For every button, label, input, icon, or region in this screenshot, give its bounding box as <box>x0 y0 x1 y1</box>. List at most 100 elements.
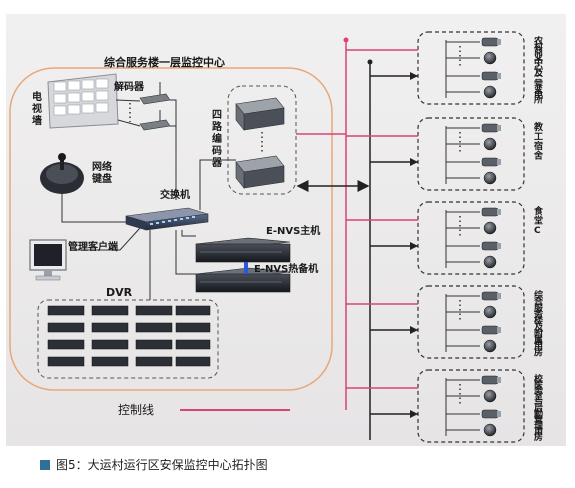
arrow-right-icon <box>410 242 418 250</box>
site-label-char: 村 <box>534 40 543 52</box>
dome-camera-icon <box>483 51 497 65</box>
video-wall-ch2: 视 <box>32 102 42 115</box>
client-label: 管理客户端 <box>68 240 118 253</box>
dome-camera-icon <box>483 171 497 185</box>
camera-lens <box>497 209 501 215</box>
encoder-ch3: 编 <box>212 132 222 145</box>
video-wall-label: 电 视 墙 <box>32 90 45 127</box>
camera-lens <box>497 327 501 333</box>
site-label-char: 勤 <box>534 408 543 420</box>
encoder-ch1: 四 <box>212 109 222 121</box>
dvr-label: DVR <box>106 286 133 299</box>
site-label-char: 所 <box>534 94 543 106</box>
site-frame <box>417 369 525 443</box>
site-label: 教工宿舍 <box>533 121 544 162</box>
keyboard-joystick-icon <box>40 153 84 194</box>
keyboard-label: 网络 键盘 <box>91 160 115 185</box>
site-label-char: 医 <box>534 380 543 391</box>
bullet-camera-icon <box>481 375 499 385</box>
camera-lens <box>497 411 501 417</box>
site-label-char: 教 <box>533 121 544 133</box>
site-group: 校医务室与后勤管理用房 <box>346 369 544 443</box>
site-label-char: 用 <box>533 341 543 352</box>
site-label-char: 务 <box>534 385 544 397</box>
dome-camera-icon <box>483 305 497 319</box>
site-group: 教工宿舍 <box>346 117 544 191</box>
bullet-camera-icon <box>481 37 499 47</box>
site-label-char: 宿 <box>534 140 543 152</box>
envs-backup-label: E-NVS热备机 <box>254 262 318 275</box>
bullet-camera-icon <box>481 157 499 167</box>
site-label-char: 属 <box>533 334 543 346</box>
site-label-char: 电 <box>534 88 543 100</box>
site-label-char: 食 <box>533 205 544 217</box>
dome-camera-icon <box>483 389 497 403</box>
arrow-right-icon <box>410 158 418 166</box>
camera-lens <box>497 159 501 165</box>
bullet-camera-icon <box>481 71 499 81</box>
rack-server-icon <box>195 237 291 293</box>
site-label-char: 楼 <box>534 315 543 327</box>
site-label: 综合服务楼及附属用房 <box>533 289 544 359</box>
site-label-char: 后 <box>534 402 543 414</box>
dome-camera-icon <box>483 221 497 235</box>
camera-lens <box>497 377 501 383</box>
control-line-label: 控制线 <box>118 403 154 417</box>
site-label-char: 管 <box>534 414 543 426</box>
monitoring-center-frame <box>9 67 333 391</box>
site-label: 校医务室与后勤管理用房 <box>533 373 544 443</box>
encoder-ch4: 码 <box>212 145 222 157</box>
caption-marker <box>40 459 50 470</box>
site-label-char: 二 <box>534 74 543 84</box>
site-group: 综合服务楼及附属用房 <box>346 285 544 359</box>
site-label-char: 附 <box>534 327 543 339</box>
encoder-ch2: 路 <box>212 120 223 133</box>
site-frame <box>417 31 525 105</box>
bullet-camera-icon <box>481 325 499 335</box>
site-label-char: 合 <box>534 295 544 307</box>
dome-camera-icon <box>483 339 497 353</box>
dome-camera-icon <box>483 137 497 151</box>
site-label-char: 用 <box>533 426 543 437</box>
dvr-frame <box>37 299 219 379</box>
video-wall: 电 视 墙 <box>32 73 119 129</box>
site-label-char: 服 <box>534 303 544 314</box>
keyboard-line2: 键盘 <box>91 172 112 185</box>
site-label-char: 舍 <box>533 150 544 162</box>
dome-camera-icon <box>483 255 497 269</box>
video-wall-ch3: 墙 <box>32 114 42 127</box>
site-frame <box>417 117 525 191</box>
dome-camera-icon <box>483 85 497 99</box>
site-label-char: 心 <box>534 63 543 74</box>
encoder-box-icon <box>235 97 285 189</box>
camera-lens <box>497 125 501 131</box>
site-label-char: 校 <box>534 373 544 385</box>
bullet-camera-icon <box>481 241 499 251</box>
encoder-ch5: 器 <box>211 157 223 169</box>
keyboard-line1: 网络 <box>92 160 112 173</box>
camera-lens <box>497 243 501 249</box>
site-label-char: 理 <box>534 421 543 432</box>
site-label-char: 房 <box>534 431 543 443</box>
site-label-char: 农 <box>533 35 544 47</box>
site-frame <box>417 285 525 359</box>
site-label-char: 商 <box>534 46 543 58</box>
site-label-char: 综 <box>534 289 543 301</box>
site-label-char: 房 <box>534 347 543 359</box>
monitor-grid-icon <box>47 73 119 129</box>
figure-caption: 图5：大运村运行区安保监控中心拓扑图 <box>40 456 268 473</box>
network-switch-icon <box>125 207 209 231</box>
caption-text: 图5：大运村运行区安保监控中心拓扑图 <box>56 458 268 472</box>
camera-lens <box>497 73 501 79</box>
site-label-char: C <box>534 226 541 236</box>
bullet-camera-icon <box>481 123 499 133</box>
decoder-label: 解码器 <box>114 80 145 93</box>
arrow-right-icon <box>410 326 418 334</box>
site-label-char: 室 <box>534 390 543 402</box>
encoder-frame <box>227 85 297 195</box>
site-frame <box>417 201 525 275</box>
site-label-char: 堂 <box>534 215 543 227</box>
pc-monitor-icon <box>29 239 67 281</box>
